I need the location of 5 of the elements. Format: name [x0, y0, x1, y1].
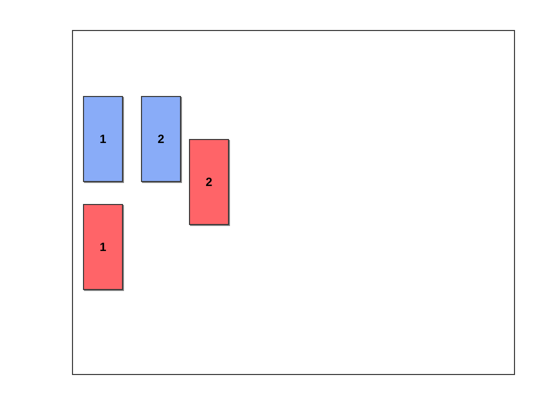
numbered-block: 1: [83, 204, 123, 290]
numbered-block: 2: [189, 139, 229, 225]
numbered-block: 2: [141, 96, 181, 182]
numbered-block: 1: [83, 96, 123, 182]
plot-frame: [72, 30, 515, 375]
